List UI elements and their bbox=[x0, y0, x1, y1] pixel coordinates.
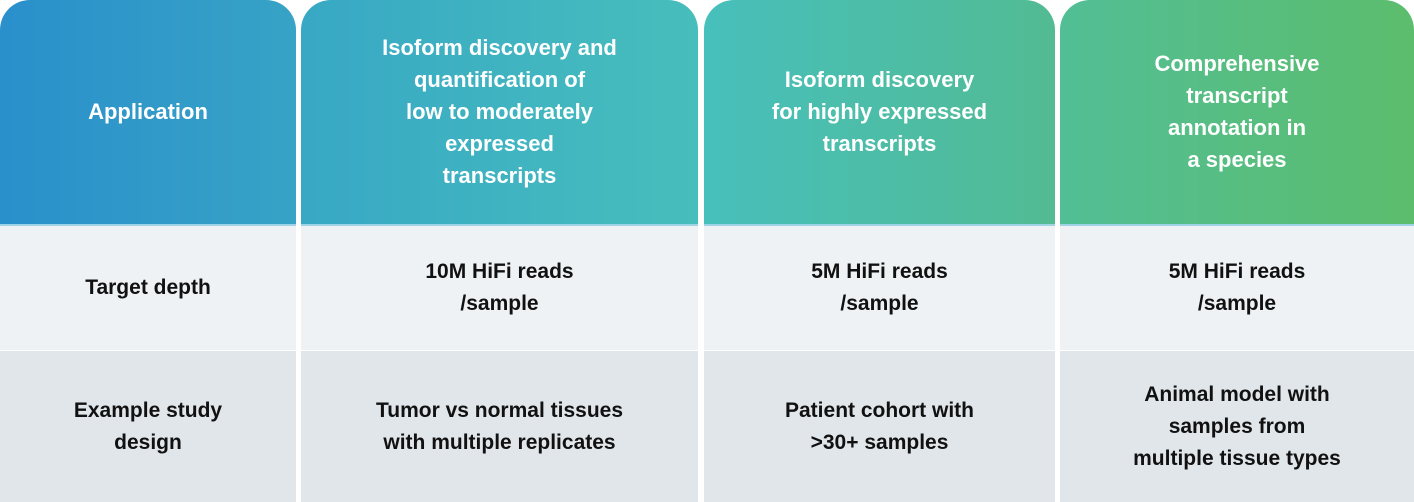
cell-text: Animal model with samples from multiple … bbox=[1133, 382, 1341, 470]
cell-text: 5M HiFi reads /sample bbox=[1168, 260, 1306, 315]
table-column-low-moderate: Isoform discovery and quantification of … bbox=[301, 0, 698, 502]
table-column-labels: Application Target depth Example study d… bbox=[0, 0, 296, 502]
cell-text: Patient cohort with >30+ samples bbox=[785, 398, 974, 454]
table-column-species-annotation: Comprehensive transcript annotation in a… bbox=[1060, 0, 1414, 502]
header-label: Isoform discovery and quantification of … bbox=[382, 35, 617, 188]
cell-target-depth: 5M HiFi reads /sample bbox=[1060, 226, 1414, 350]
header-label: Comprehensive transcript annotation in a… bbox=[1154, 51, 1320, 172]
cell-target-depth: 5M HiFi reads /sample bbox=[704, 226, 1055, 350]
table-column-highly-expressed: Isoform discovery for highly expressed t… bbox=[704, 0, 1055, 502]
header-cell: Isoform discovery for highly expressed t… bbox=[704, 0, 1055, 226]
row-label-text: Example study design bbox=[73, 398, 223, 454]
row-label-target-depth: Target depth bbox=[0, 226, 296, 350]
row-label-study-design: Example study design bbox=[0, 351, 296, 502]
row-label-text: Target depth bbox=[85, 276, 211, 299]
cell-study-design: Patient cohort with >30+ samples bbox=[704, 351, 1055, 502]
header-label: Application bbox=[88, 99, 208, 124]
header-cell-application: Application bbox=[0, 0, 296, 226]
cell-study-design: Animal model with samples from multiple … bbox=[1060, 351, 1414, 502]
cell-text: 5M HiFi reads /sample bbox=[811, 260, 948, 315]
header-cell: Comprehensive transcript annotation in a… bbox=[1060, 0, 1414, 226]
cell-text: Tumor vs normal tissues with multiple re… bbox=[375, 398, 624, 454]
header-label: Isoform discovery for highly expressed t… bbox=[771, 67, 988, 156]
cell-target-depth: 10M HiFi reads /sample bbox=[301, 226, 698, 350]
header-cell: Isoform discovery and quantification of … bbox=[301, 0, 698, 226]
cell-text: 10M HiFi reads /sample bbox=[425, 260, 574, 315]
cell-study-design: Tumor vs normal tissues with multiple re… bbox=[301, 351, 698, 502]
